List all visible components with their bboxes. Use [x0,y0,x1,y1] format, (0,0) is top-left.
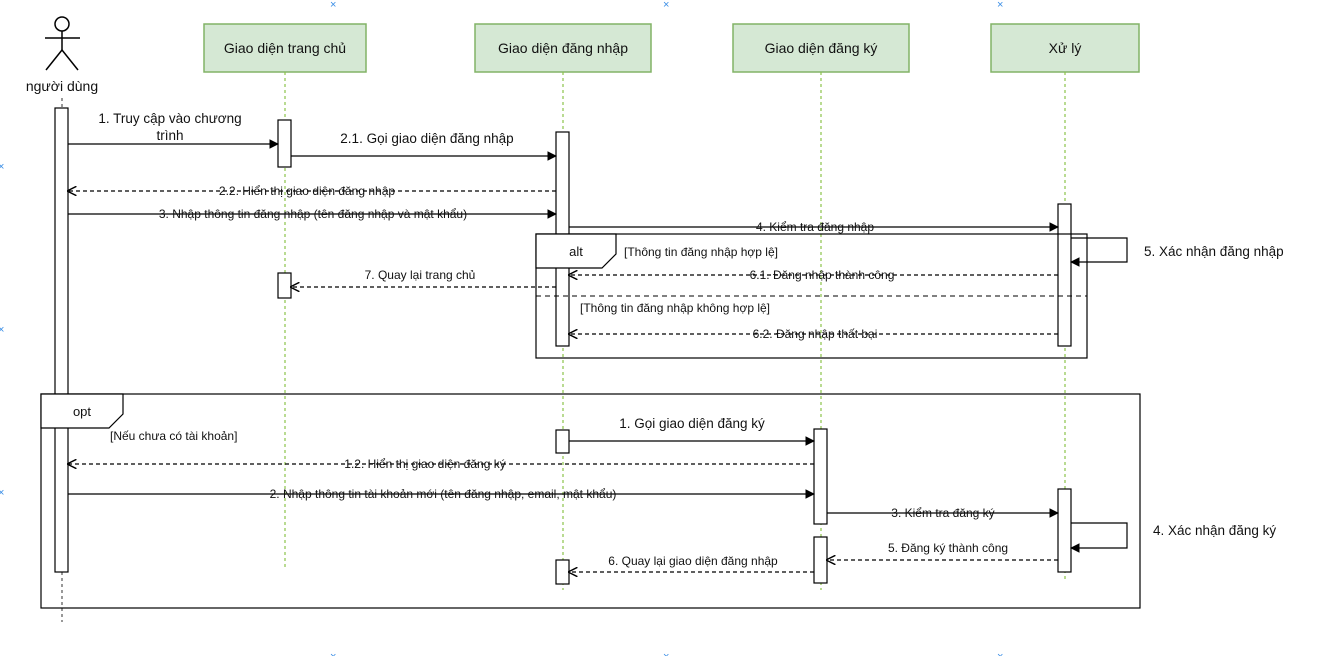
stick-figure-icon [45,16,80,71]
opt-operator: opt [73,404,91,419]
message-label: 6.2. Đăng nhập thất bại [753,327,878,341]
actor-label: người dùng [26,78,98,94]
message-label: 3. Nhập thông tin đăng nhập (tên đăng nh… [159,207,467,221]
message-label: 2.2. Hiển thị giao diện đăng nhập [219,184,395,198]
message-label: 6. Quay lại giao diện đăng nhập [608,554,778,568]
participant-label: Giao diện trang chủ [224,40,346,56]
message-label: 5. Đăng ký thành công [888,541,1008,555]
guide-cross: × [0,324,4,336]
opt-fragment: opt [Nếu chưa có tài khoản] [40,393,1141,609]
self-message-arrow [1070,237,1128,267]
message-label: 2. Nhập thông tin tài khoản mới (tên đăn… [270,487,617,501]
message-label: 6.1. Đăng nhập thành công [750,268,895,282]
guide-cross: × [997,0,1003,11]
message-label: 2.1. Gọi giao diện đăng nhập [340,131,513,146]
guide-cross: × [330,0,336,11]
participant-label: Giao diện đăng ký [765,40,878,56]
message-label: 1. Gọi giao diện đăng ký [619,416,765,431]
guide-marks: × × × × × × × × × [0,0,1003,656]
message-label: 1. Truy cập vào chương [98,111,241,126]
self-message-arrow [1070,522,1128,553]
actor-user: người dùng [26,16,98,94]
participant-label: Giao diện đăng nhập [498,40,628,56]
activation-bar [555,429,570,454]
activation-bar [1057,488,1072,573]
activation-bar [813,428,828,525]
message-label: 4. Xác nhận đăng ký [1153,523,1276,538]
message-label: 5. Xác nhận đăng nhập [1144,244,1284,259]
participant-process: Xử lý [990,23,1140,73]
message-label: 7. Quay lại trang chủ [365,268,476,282]
alt-fragment: alt [Thông tin đăng nhập hợp lệ] [Thông … [535,233,1088,359]
alt-operator: alt [569,244,583,259]
activation-bar [277,272,292,299]
guide-cross: × [663,0,669,11]
activation-bar [54,107,69,573]
alt-guard-valid: [Thông tin đăng nhập hợp lệ] [624,245,778,259]
participant-home: Giao diện trang chủ [203,23,367,73]
guide-cross: × [0,487,4,499]
message-label: trình [156,128,183,143]
opt-guard: [Nếu chưa có tài khoản] [110,429,237,443]
activation-bar [555,559,570,585]
activation-bar [1057,203,1072,347]
guide-cross: × [330,651,336,656]
participant-login: Giao diện đăng nhập [474,23,652,73]
message-label: 1.2. Hiển thị giao diện đăng ký [344,457,505,471]
alt-guard-invalid: [Thông tin đăng nhập không hợp lệ] [580,301,770,315]
guide-cross: × [997,651,1003,656]
messages-login: 1. Truy cập vào chương trình 2.1. Gọi gi… [68,111,1284,341]
guide-cross: × [663,651,669,656]
message-label: 4. Kiểm tra đăng nhập [756,220,874,234]
activation-bar [813,536,828,584]
activation-bar [277,119,292,168]
messages-register: 1. Gọi giao diện đăng ký 1.2. Hiển thị g… [68,416,1276,572]
participant-label: Xử lý [1049,40,1082,56]
message-label: 3. Kiểm tra đăng ký [891,506,994,520]
participant-register: Giao diện đăng ký [732,23,910,73]
guide-cross: × [0,161,4,173]
